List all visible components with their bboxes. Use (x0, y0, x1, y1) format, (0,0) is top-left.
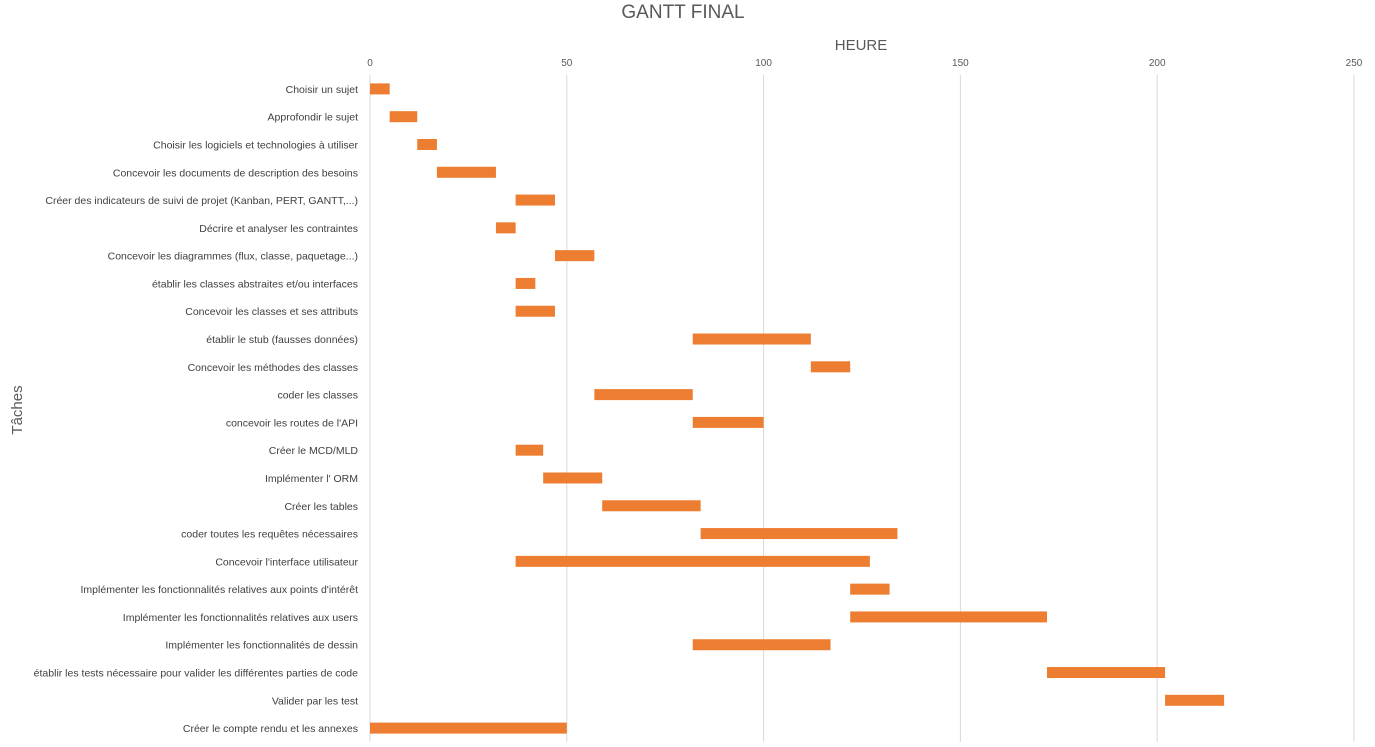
x-tick-label: 200 (1149, 58, 1166, 69)
task-bar (389, 111, 418, 123)
category-label: Choisir les logiciels et technologies à … (153, 139, 358, 151)
x-tick-label: 250 (1346, 58, 1363, 69)
task-bar (370, 722, 567, 734)
task-bar (515, 277, 536, 289)
task-bar (543, 472, 603, 484)
bars (370, 83, 1225, 734)
category-label: coder toutes les requêtes nécessaires (181, 529, 358, 541)
task-bar (692, 639, 831, 651)
task-bar (692, 416, 764, 428)
task-bar (602, 500, 701, 512)
category-label: Implémenter l' ORM (265, 473, 358, 485)
x-tick-label: 100 (755, 58, 772, 69)
category-label: Concevoir les méthodes des classes (188, 362, 358, 374)
task-bar (554, 250, 595, 262)
category-label: Concevoir les documents de description d… (113, 167, 358, 179)
category-label: établir le stub (fausses données) (206, 334, 358, 346)
category-label: Valider par les test (272, 695, 358, 707)
category-label: Concevoir les diagrammes (flux, classe, … (108, 251, 358, 263)
task-bar (515, 194, 555, 206)
task-bar (1165, 694, 1225, 706)
task-bar (515, 444, 544, 456)
x-axis-title: HEURE (835, 37, 888, 54)
category-label: Choisir un sujet (286, 84, 358, 96)
category-label: Concevoir les classes et ses attributs (185, 306, 358, 318)
task-bar (850, 611, 1047, 623)
category-label: Implémenter les fonctionnalités relative… (81, 584, 359, 596)
x-tick-label: 0 (367, 58, 373, 69)
task-bar (810, 361, 851, 373)
category-label: coder les classes (277, 390, 358, 402)
task-bar (692, 333, 811, 345)
category-label: Créer le compte rendu et les annexes (183, 723, 358, 735)
category-label: concevoir les routes de l'API (226, 417, 358, 429)
task-bar (417, 138, 437, 150)
chart-title: GANTT FINAL (621, 2, 744, 23)
task-bar (495, 222, 516, 234)
gridlines (369, 75, 1355, 742)
category-label: Créer le MCD/MLD (269, 445, 359, 457)
task-bar (700, 528, 898, 540)
task-bar (1046, 667, 1166, 679)
category-label: Implémenter les fonctionnalités relative… (123, 612, 358, 624)
category-label: Concevoir l'interface utilisateur (215, 556, 358, 568)
category-label: Créer les tables (284, 501, 358, 513)
category-label: Approfondir le sujet (268, 112, 359, 124)
task-bar (370, 83, 390, 95)
task-bar (594, 389, 693, 401)
category-label: établir les tests nécessaire pour valide… (34, 668, 358, 680)
category-label: établir les classes abstraites et/ou int… (152, 278, 358, 290)
y-axis-title: Tâches (9, 385, 26, 434)
category-label: Implémenter les fonctionnalités de dessi… (165, 640, 358, 652)
category-label: Décrire et analyser les contraintes (199, 223, 358, 235)
task-bar (850, 583, 890, 595)
x-axis-ticks: 0 50 100 150 200 250 (367, 58, 1363, 69)
task-bar (436, 166, 496, 178)
task-bar (515, 305, 555, 317)
task-bar (515, 555, 870, 567)
x-tick-label: 50 (561, 58, 573, 69)
x-tick-label: 150 (952, 58, 969, 69)
category-label: Créer des indicateurs de suivi de projet… (45, 195, 358, 207)
